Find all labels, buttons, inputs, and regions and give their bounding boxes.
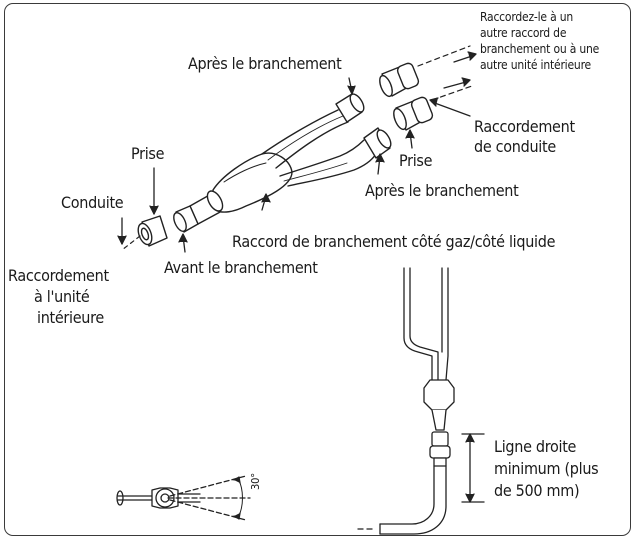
cap-before	[173, 205, 199, 233]
label-straight-line-2: minimum (plus	[494, 459, 599, 478]
label-plug-left: Prise	[131, 144, 165, 163]
label-after-branch-top: Après le branchement	[188, 54, 342, 73]
plug-left	[137, 215, 168, 247]
label-before-branch: Avant le branchement	[164, 258, 318, 277]
label-connect-other-1: Raccordez-le à un	[480, 10, 574, 24]
fitting-lower-right	[393, 96, 434, 131]
vertical-pipe-view	[357, 267, 485, 535]
fitting-upper-right	[379, 62, 420, 98]
label-pipe-connection-2: de conduite	[474, 137, 556, 156]
label-indoor-connection-2: à l'unité	[34, 287, 90, 306]
angle-view	[116, 475, 251, 521]
label-connect-other-3: branchement ou à une	[480, 42, 600, 56]
label-after-branch-right: Après le branchement	[365, 181, 519, 200]
dashed-axis-left	[121, 235, 141, 251]
label-connect-other-4: autre unité intérieure	[480, 58, 591, 72]
branch-joint	[189, 93, 392, 225]
label-straight-line-3: de 500 mm)	[494, 481, 580, 500]
label-indoor-connection-3: intérieure	[37, 308, 104, 327]
label-indoor-connection-1: Raccordement	[8, 266, 109, 285]
label-branch-joint: Raccord de branchement côté gaz/côté liq…	[232, 232, 556, 251]
label-straight-line-1: Ligne droite	[494, 437, 577, 456]
label-connect-other-2: autre raccord de	[480, 26, 567, 40]
dashed-axes-right	[417, 45, 473, 101]
leader-lines	[117, 51, 477, 253]
label-pipe-connection-1: Raccordement	[474, 117, 575, 136]
label-plug-right: Prise	[399, 151, 433, 170]
diagram-frame	[4, 3, 631, 536]
label-conduit: Conduite	[61, 193, 124, 212]
label-angle: 30°	[249, 473, 262, 490]
